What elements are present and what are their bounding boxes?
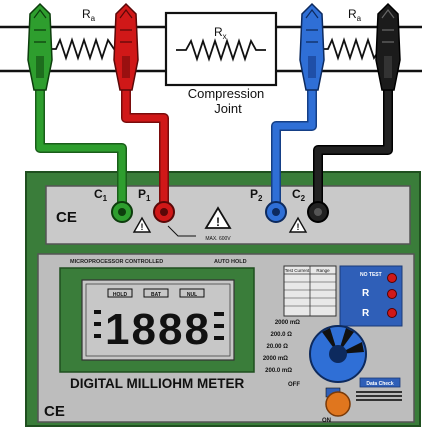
lcd-digits: 1888 xyxy=(105,305,211,354)
range-label-2: 20.00 Ω xyxy=(267,344,289,350)
terminal-panel xyxy=(45,185,411,245)
clip-red xyxy=(113,2,139,91)
compression-joint-box xyxy=(164,11,278,87)
lcd-segment-3 xyxy=(179,288,205,298)
terminal-c1-label: C1 xyxy=(94,187,108,203)
svg-text:NUL: NUL xyxy=(187,292,197,298)
warning-icon-right: ! xyxy=(288,216,308,233)
resistor-left-zigzag xyxy=(50,37,118,61)
meter-header-right: AUTO HOLD xyxy=(214,259,247,265)
terminal-c1-socket[interactable] xyxy=(111,201,133,223)
resistor-right-label: Ra xyxy=(348,7,362,23)
svg-text:HOLD: HOLD xyxy=(113,292,128,298)
r-button-2-label: R xyxy=(362,308,370,319)
range-label-4: 200.0 mΩ xyxy=(265,368,292,374)
max-voltage-label: MAX. 600V xyxy=(205,236,231,242)
svg-text:Data Check: Data Check xyxy=(366,381,393,387)
resistor-center-label: Rx xyxy=(214,25,227,41)
clip-black xyxy=(375,2,401,91)
joint-label-line1: Compression xyxy=(188,86,265,101)
meter-header-left: MICROPROCESSOR CONTROLLED xyxy=(70,259,163,265)
svg-text:Range: Range xyxy=(316,268,330,273)
svg-text:!: ! xyxy=(141,222,144,232)
lcd-segment-1 xyxy=(107,288,133,298)
terminal-c2-label: C2 xyxy=(292,187,306,203)
resistor-left-label: Ra xyxy=(82,7,96,23)
resistor-center-zigzag xyxy=(176,38,266,62)
lcd-screen xyxy=(81,279,235,361)
max-voltage-bracket xyxy=(167,225,196,237)
lcd-segment-2 xyxy=(143,288,169,298)
start-button[interactable] xyxy=(325,391,351,417)
clip-blue xyxy=(299,2,325,91)
terminal-p1-socket[interactable] xyxy=(153,201,175,223)
range-table: Test Current Range xyxy=(283,265,337,317)
terminal-p2-label: P2 xyxy=(250,187,263,203)
ce-mark-bottom: CE xyxy=(44,403,65,420)
terminal-p1-label: P1 xyxy=(138,187,151,203)
svg-text:!: ! xyxy=(216,215,220,229)
clip-green xyxy=(27,2,53,91)
range-label-off: OFF xyxy=(288,382,300,388)
brand-badge xyxy=(359,377,401,388)
range-label-3: 2000 mΩ xyxy=(263,356,288,362)
no-test-button-label: NO TEST xyxy=(360,272,382,278)
terminal-c2-socket[interactable] xyxy=(307,201,329,223)
resistor-right-zigzag xyxy=(322,37,384,61)
meter-title: DIGITAL MILLIOHM METER xyxy=(70,376,244,391)
terminal-p2-socket[interactable] xyxy=(265,201,287,223)
range-label-1: 200.0 Ω xyxy=(271,332,293,338)
r-button-1-label: R xyxy=(362,288,370,299)
range-label-0: 2000 mΩ xyxy=(275,320,300,326)
warning-icon-center: ! xyxy=(204,206,232,229)
ce-mark-top: CE xyxy=(56,209,77,226)
r-button-1[interactable] xyxy=(387,289,397,299)
range-selector-knob[interactable] xyxy=(309,325,367,383)
svg-text:!: ! xyxy=(297,222,300,232)
svg-text:Test Current: Test Current xyxy=(285,268,310,273)
r-button-2[interactable] xyxy=(387,308,397,318)
on-label: ON xyxy=(322,418,331,424)
warning-icon-left: ! xyxy=(132,216,152,233)
no-test-button[interactable] xyxy=(387,273,397,283)
svg-text:BAT: BAT xyxy=(151,292,161,298)
joint-label-line2: Joint xyxy=(214,101,242,116)
